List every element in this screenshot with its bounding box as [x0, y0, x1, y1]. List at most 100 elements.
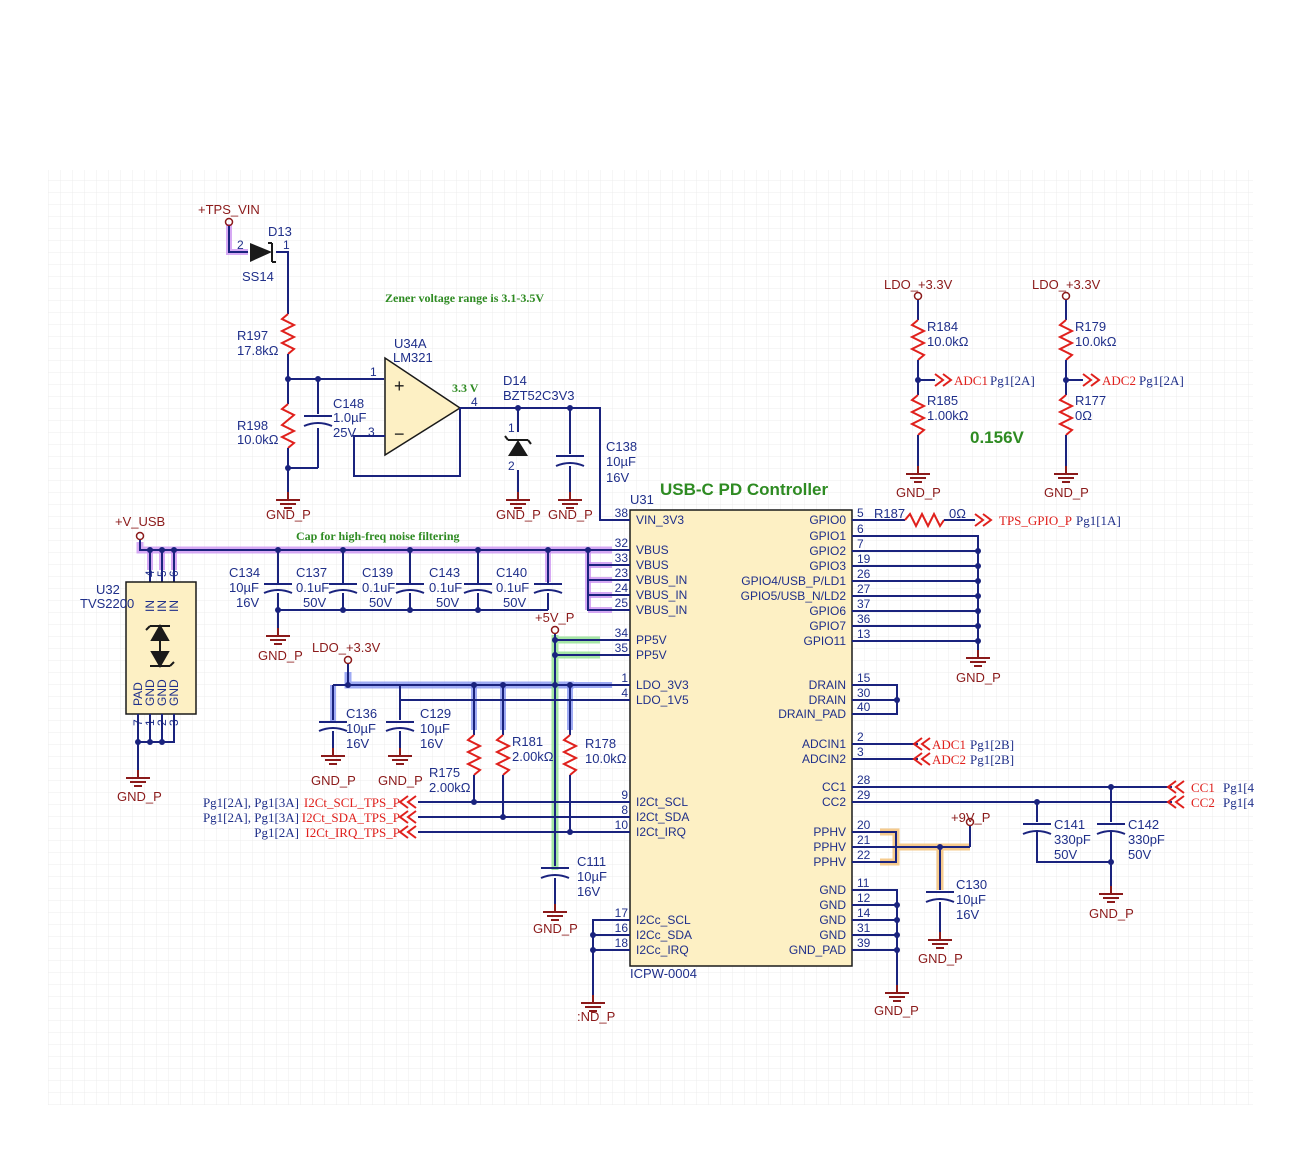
- svg-text:U34A: U34A: [394, 336, 427, 351]
- svg-text:10.0kΩ: 10.0kΩ: [927, 334, 969, 349]
- svg-text:GND_P: GND_P: [548, 507, 593, 522]
- svg-text:0Ω: 0Ω: [1075, 408, 1092, 423]
- ic-pin-number: 40: [857, 700, 871, 714]
- svg-text:1: 1: [283, 238, 290, 252]
- svg-text:50V: 50V: [503, 595, 526, 610]
- ic-pin-name: GPIO4/USB_P/LD1: [741, 574, 846, 588]
- svg-text:C134: C134: [229, 565, 260, 580]
- svg-text:GND_P: GND_P: [496, 507, 541, 522]
- svg-text:1: 1: [508, 421, 515, 435]
- ic-pin-number: 9: [621, 788, 628, 802]
- c139-icon: [395, 583, 425, 594]
- ic-pin-number: 22: [857, 848, 871, 862]
- ic-pin-number: 2: [857, 730, 864, 744]
- svg-text:17.8kΩ: 17.8kΩ: [237, 343, 279, 358]
- tvs-pin-name: PAD: [131, 682, 145, 706]
- ic-pin-number: 33: [615, 551, 629, 565]
- svg-text:2.00kΩ: 2.00kΩ: [512, 749, 554, 764]
- ic-pin-number: 36: [857, 612, 871, 626]
- svg-text:1.00kΩ: 1.00kΩ: [927, 408, 969, 423]
- tvs-pin-name: IN: [167, 600, 181, 612]
- svg-text:GND_P: GND_P: [378, 773, 423, 788]
- ic-pin-number: 10: [615, 818, 629, 832]
- r197-icon: [279, 313, 297, 355]
- svg-text:16V: 16V: [236, 595, 259, 610]
- d13-part: SS14: [242, 269, 274, 284]
- ic-pin-number: 26: [857, 567, 871, 581]
- ic-pin-name: VBUS_IN: [636, 573, 687, 587]
- svg-text:Pg1[2A]: Pg1[2A]: [1139, 373, 1184, 388]
- ic-pin-number: 6: [857, 522, 864, 536]
- svg-text:16V: 16V: [420, 736, 443, 751]
- ic-pin-name: GPIO3: [809, 559, 846, 573]
- ic-pin-name: CC2: [822, 795, 846, 809]
- svg-text:TVS2200: TVS2200: [80, 596, 134, 611]
- svg-text:0.1uF: 0.1uF: [296, 580, 329, 595]
- svg-text:+: +: [394, 376, 405, 396]
- c111-icon: [540, 867, 570, 879]
- svg-text:GND_P: GND_P: [311, 773, 356, 788]
- svg-text:C111: C111: [577, 854, 606, 869]
- svg-text:GND_P: GND_P: [896, 485, 941, 500]
- ic-pin-number: 4: [621, 686, 628, 700]
- svg-text:LM321: LM321: [393, 350, 433, 365]
- ic-pin-number: 18: [615, 936, 629, 950]
- svg-text:330pF: 330pF: [1128, 832, 1165, 847]
- svg-text:3: 3: [368, 425, 375, 439]
- svg-text:GND_P: GND_P: [266, 507, 311, 522]
- ldo-i2c-network: +5V_P GND_P C111 10µF 16V LDO_+3.3V GND_…: [203, 610, 627, 1024]
- svg-text:Pg1[2A]: Pg1[2A]: [990, 373, 1035, 388]
- r198-icon: [279, 403, 297, 449]
- svg-text:10µF: 10µF: [346, 721, 376, 736]
- r179-icon: [1057, 319, 1075, 361]
- r181-icon: [494, 734, 512, 776]
- svg-text:0.1uF: 0.1uF: [496, 580, 529, 595]
- ic-pin-name: VBUS_IN: [636, 603, 687, 617]
- svg-text:ADC1: ADC1: [932, 737, 966, 752]
- ic-pin-name: GPIO5/USB_N/LD2: [741, 589, 847, 603]
- svg-text:C130: C130: [956, 877, 987, 892]
- svg-text:10µF: 10µF: [229, 580, 259, 595]
- svg-text:I2Ct_IRQ_TPS_P: I2Ct_IRQ_TPS_P: [305, 825, 400, 840]
- c136-icon: [318, 721, 348, 732]
- svg-text:R187: R187: [874, 506, 905, 521]
- svg-text:50V: 50V: [1128, 847, 1151, 862]
- ic-pin-name: VBUS_IN: [636, 588, 687, 602]
- ic-pin-number: 14: [857, 906, 871, 920]
- svg-text:16V: 16V: [956, 907, 979, 922]
- svg-text:LDO_+3.3V: LDO_+3.3V: [1032, 277, 1101, 292]
- ic-pin-name: DRAIN: [809, 678, 846, 692]
- svg-text:C139: C139: [362, 565, 393, 580]
- gpio-wiring: R187 0Ω TPS_GPIO_P Pg1[1A] GND_P ADC1 Pg…: [852, 506, 1255, 1018]
- c141-icon: [1022, 823, 1052, 835]
- svg-text:0.1uF: 0.1uF: [362, 580, 395, 595]
- svg-text:50V: 50V: [369, 595, 392, 610]
- svg-text:10.0kΩ: 10.0kΩ: [1075, 334, 1117, 349]
- ic-pin-name: GPIO0: [809, 513, 846, 527]
- svg-text:CC2: CC2: [1191, 795, 1215, 810]
- ic-pin-name: GND: [819, 898, 846, 912]
- ic-pin-number: 11: [857, 876, 870, 890]
- ic-pin-number: 23: [615, 566, 629, 580]
- svg-text:R184: R184: [927, 319, 958, 334]
- ic-pin-number: 37: [857, 597, 871, 611]
- svg-text:LDO_+3.3V: LDO_+3.3V: [884, 277, 953, 292]
- ic-pin-name: ADCIN2: [802, 752, 846, 766]
- ic-pin-name: GPIO7: [809, 619, 846, 633]
- ic-pin-number: 12: [857, 891, 871, 905]
- ic-pin-number: 27: [857, 582, 871, 596]
- note-adc-voltage: 0.156V: [970, 428, 1025, 447]
- tvs-pin-number: 6: [167, 570, 181, 577]
- svg-text:50V: 50V: [303, 595, 326, 610]
- svg-text:25V: 25V: [333, 425, 356, 440]
- r185-icon: [909, 394, 927, 436]
- svg-text:1.0µF: 1.0µF: [333, 410, 367, 425]
- ic-pin-number: 30: [857, 686, 871, 700]
- svg-text:50V: 50V: [1054, 847, 1077, 862]
- diode-icon: [250, 243, 272, 262]
- svg-text:C148: C148: [333, 396, 364, 411]
- svg-text:16V: 16V: [606, 470, 629, 485]
